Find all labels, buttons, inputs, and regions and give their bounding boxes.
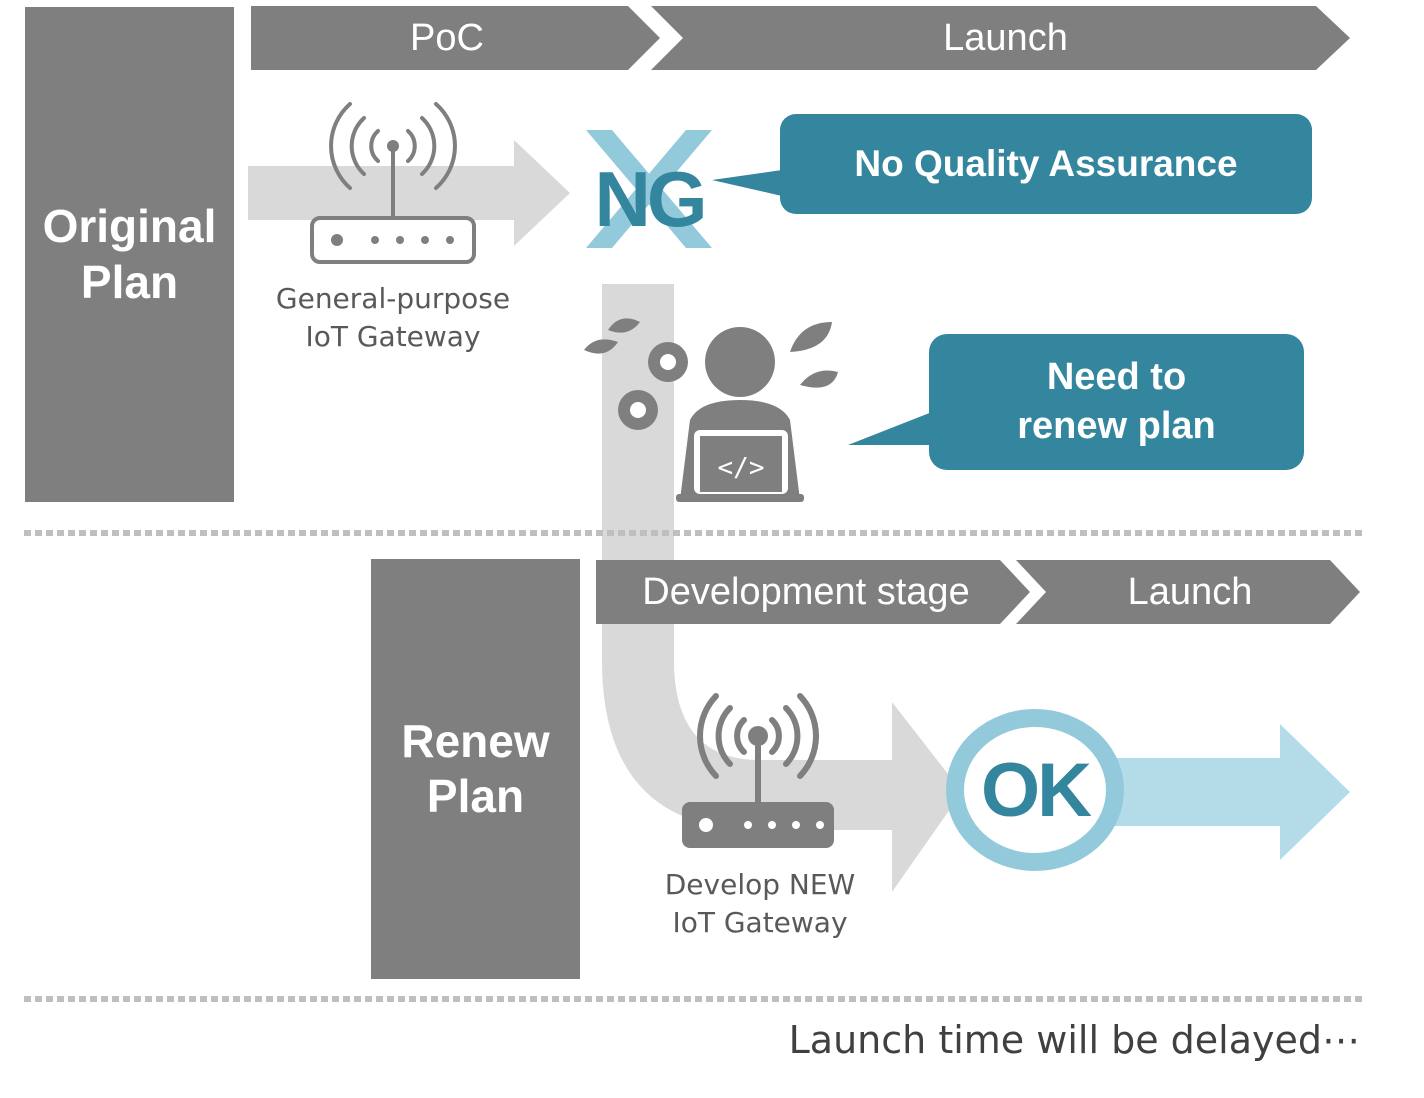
stressed-developer-icon: </> <box>584 318 838 502</box>
callout-tail-ng <box>712 170 782 196</box>
stage-chevron-poc <box>251 6 660 70</box>
callout-no-quality-assurance: No Quality Assurance <box>780 114 1312 214</box>
ng-result-text: NG <box>594 155 708 243</box>
stage-launch-label: Launch <box>943 16 1068 59</box>
x-mark-icon <box>586 130 712 248</box>
device-caption-original: General-purpose IoT Gateway <box>243 280 543 356</box>
svg-text:</>: </> <box>718 453 765 483</box>
renew-plan-title-line: Renew <box>401 714 550 767</box>
caption-line: General-purpose <box>275 282 511 315</box>
footer-divider <box>24 996 1364 1002</box>
callout-renew-plan: Need to renew plan <box>929 334 1304 470</box>
renew-flow-path <box>602 284 962 892</box>
ok-result-text: OK <box>981 748 1092 833</box>
original-plan-label: Original Plan <box>25 7 234 502</box>
renew-plan-title-line: Plan <box>426 770 525 822</box>
stage-chevron-development <box>596 560 1030 624</box>
stage-launch-label-2: Launch <box>1127 570 1253 613</box>
stage-chevron-launch-2 <box>1016 560 1360 624</box>
section-divider <box>24 530 1364 536</box>
router-icon <box>310 102 476 264</box>
router-icon-new <box>682 693 834 848</box>
stage-development-label: Development stage <box>642 570 970 613</box>
caption-line: IoT Gateway <box>672 906 848 940</box>
ok-circle-icon <box>946 709 1124 871</box>
ok-flow-arrow <box>1100 724 1350 860</box>
stage-poc-label: PoC <box>410 16 484 59</box>
delay-note: Launch time will be delayed⋯ <box>788 1018 1360 1062</box>
renew-plan-label: Renew Plan <box>371 559 580 979</box>
callout-line: renew plan <box>1017 405 1216 447</box>
caption-line: IoT Gateway <box>305 320 481 354</box>
callout-line: Need to <box>1046 355 1187 398</box>
caption-line: Develop NEW <box>664 868 856 901</box>
device-caption-new: Develop NEW IoT Gateway <box>610 866 910 942</box>
callout-tail-renew <box>848 412 932 445</box>
original-plan-title: Original Plan <box>42 200 217 308</box>
stage-chevron-launch <box>651 6 1350 70</box>
